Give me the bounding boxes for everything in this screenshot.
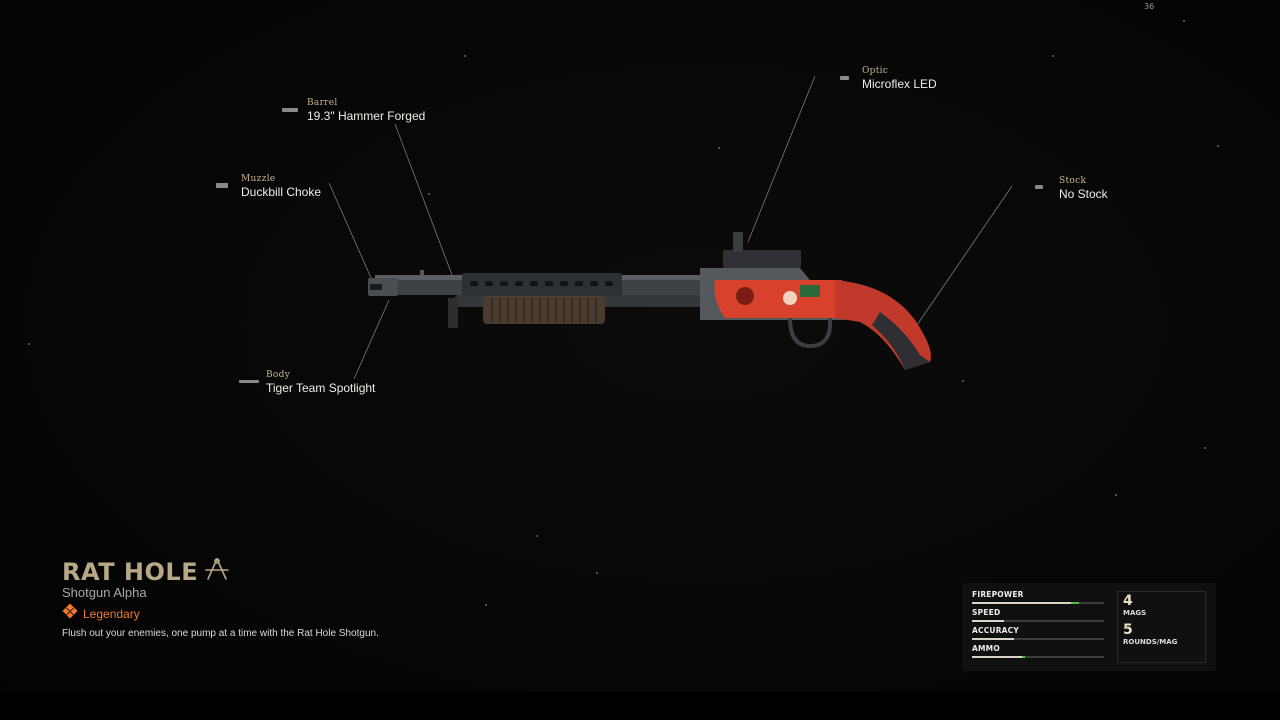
stock-icon — [1035, 185, 1043, 189]
stat-ammo: AMMO — [972, 644, 1104, 658]
optic-leader-line — [747, 75, 816, 243]
bg-speck — [536, 535, 538, 537]
barrel-icon — [282, 108, 298, 112]
mags-label: MAGS — [1123, 609, 1147, 617]
stat-bar — [972, 620, 1104, 622]
attachment-barrel[interactable]: Barrel 19.3" Hammer Forged — [307, 98, 425, 123]
bg-speck — [962, 380, 964, 382]
bg-speck — [596, 572, 598, 574]
stat-label: ACCURACY — [972, 626, 1020, 635]
bg-speck — [1204, 447, 1206, 449]
stat-label: SPEED — [972, 608, 1001, 617]
weapon-name: RAT HOLE — [62, 557, 199, 586]
body-leader-line — [353, 299, 390, 380]
mags-count: 4 — [1123, 593, 1133, 609]
ammo-box: 4 MAGS 5 ROUNDS/MAG — [1117, 591, 1206, 663]
weapon-class: Shotgun Alpha — [62, 585, 147, 600]
attachment-stock[interactable]: Stock No Stock — [1059, 176, 1108, 201]
bg-speck — [464, 55, 466, 57]
shotgun-model — [368, 232, 931, 370]
rounds-label: ROUNDS/MAG — [1123, 638, 1178, 646]
bg-speck — [28, 343, 30, 345]
optic-icon — [840, 76, 849, 80]
legendary-rarity-icon — [62, 603, 78, 624]
attachment-value: Microflex LED — [862, 77, 937, 91]
bg-speck — [718, 147, 720, 149]
fps-counter: 36 — [1144, 2, 1155, 11]
stat-label: FIREPOWER — [972, 590, 1024, 599]
bg-speck — [1217, 145, 1219, 147]
attachment-value: No Stock — [1059, 187, 1108, 201]
barrel-leader-line — [394, 123, 453, 276]
attachment-body[interactable]: Body Tiger Team Spotlight — [266, 370, 375, 395]
attachment-slot-label: Optic — [862, 66, 889, 76]
stat-bar-fill — [972, 638, 1015, 640]
bottom-bar — [0, 692, 1280, 720]
bg-speck — [485, 604, 487, 606]
muzzle-icon — [216, 183, 228, 188]
weapon-description: Flush out your enemies, one pump at a ti… — [62, 628, 379, 639]
stat-bar — [972, 656, 1104, 658]
muzzle-leader-line — [328, 182, 373, 281]
attachment-slot-label: Barrel — [307, 98, 338, 108]
stat-label: AMMO — [972, 644, 1000, 653]
attachment-optic[interactable]: Optic Microflex LED — [862, 66, 937, 91]
stats-panel: FIREPOWER SPEED ACCURACY AMMO — [962, 583, 1216, 671]
weapon-info: RAT HOLE Shotgun Alpha — [62, 557, 422, 640]
attachment-value: Duckbill Choke — [241, 185, 322, 199]
stat-bar-fill — [972, 656, 1023, 658]
stat-accuracy: ACCURACY — [972, 626, 1104, 640]
stat-bar — [972, 638, 1104, 640]
stat-bar-bonus — [1022, 656, 1025, 658]
attachment-value: Tiger Team Spotlight — [266, 381, 376, 395]
attachment-muzzle[interactable]: Muzzle Duckbill Choke — [241, 174, 321, 199]
rounds-count: 5 — [1123, 622, 1133, 638]
bg-speck — [1052, 55, 1054, 57]
bg-speck — [1115, 494, 1117, 496]
bg-speck — [1183, 20, 1185, 22]
stat-bar-fill — [972, 602, 1071, 604]
body-icon — [239, 380, 259, 383]
attachment-value: 19.3" Hammer Forged — [307, 109, 426, 123]
stat-speed: SPEED — [972, 608, 1104, 622]
stat-bar-fill — [972, 620, 1004, 622]
rarity-row: Legendary — [62, 603, 422, 624]
bg-speck — [428, 193, 430, 195]
rarity-label: Legendary — [83, 606, 140, 621]
attachment-slot-label: Muzzle — [241, 174, 276, 184]
weapon-name-row: RAT HOLE — [62, 557, 422, 586]
stat-bar-bonus — [1071, 602, 1079, 604]
attachment-slot-label: Body — [266, 370, 291, 380]
compass-icon — [204, 557, 230, 586]
attachment-slot-label: Stock — [1059, 176, 1087, 186]
stat-firepower: FIREPOWER — [972, 590, 1104, 604]
stat-bar — [972, 602, 1104, 604]
stock-leader-line — [914, 185, 1013, 329]
